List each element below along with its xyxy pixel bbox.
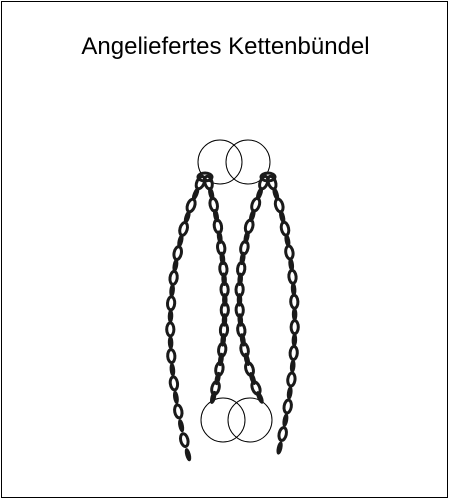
chain-link (209, 390, 217, 404)
chain-link (289, 293, 300, 310)
chain-link (288, 345, 299, 361)
chain-link (173, 403, 184, 420)
chain-link (178, 221, 189, 237)
chain-link (290, 282, 297, 296)
bottom-ring-right (227, 397, 273, 443)
chain-link (185, 197, 197, 214)
chain-link (286, 386, 293, 400)
chain-strand-outer-left (165, 174, 207, 462)
chain-link (172, 390, 179, 405)
chain-link (291, 307, 298, 322)
chain-link (184, 448, 192, 462)
chain-link (276, 441, 283, 455)
top-connector-left (196, 171, 214, 183)
diagram-title: Angeliefertes Kettenbündel (81, 33, 370, 60)
chain-strand-outer-right (266, 174, 300, 455)
chain-link (273, 197, 285, 214)
chain-link (172, 258, 179, 273)
chain-strands (165, 171, 300, 462)
top-ring-pair (197, 139, 271, 185)
chain-link (289, 319, 300, 336)
chain-link (168, 375, 180, 392)
chain-link (165, 295, 177, 312)
chain-link (167, 309, 174, 323)
chain-link (289, 359, 296, 373)
chain-link (167, 335, 174, 350)
chain-link (282, 413, 289, 427)
chain-link (287, 268, 298, 285)
bottom-ring-pair (200, 397, 273, 443)
chain-link (256, 391, 264, 404)
bottom-ring-left (200, 397, 246, 443)
chain-link (284, 244, 295, 261)
top-ring-right (225, 139, 271, 185)
chain-link (282, 398, 293, 415)
top-connector-right (259, 171, 277, 183)
chain-link (178, 419, 185, 433)
chain-link (166, 348, 177, 365)
chain-link (169, 362, 176, 377)
chain-link (277, 426, 288, 442)
chain-link (291, 333, 298, 347)
top-ring-left (197, 139, 243, 185)
chain-link (165, 321, 176, 338)
chain-link (169, 283, 175, 298)
chain-link (172, 245, 183, 262)
chain-link (279, 220, 291, 237)
chain-link (178, 432, 190, 448)
chain-strand-inner-left (203, 174, 230, 404)
chain-link (286, 371, 297, 388)
chain-link (250, 196, 262, 213)
chain-link (168, 269, 179, 286)
chain-strand-inner-right (234, 174, 270, 404)
